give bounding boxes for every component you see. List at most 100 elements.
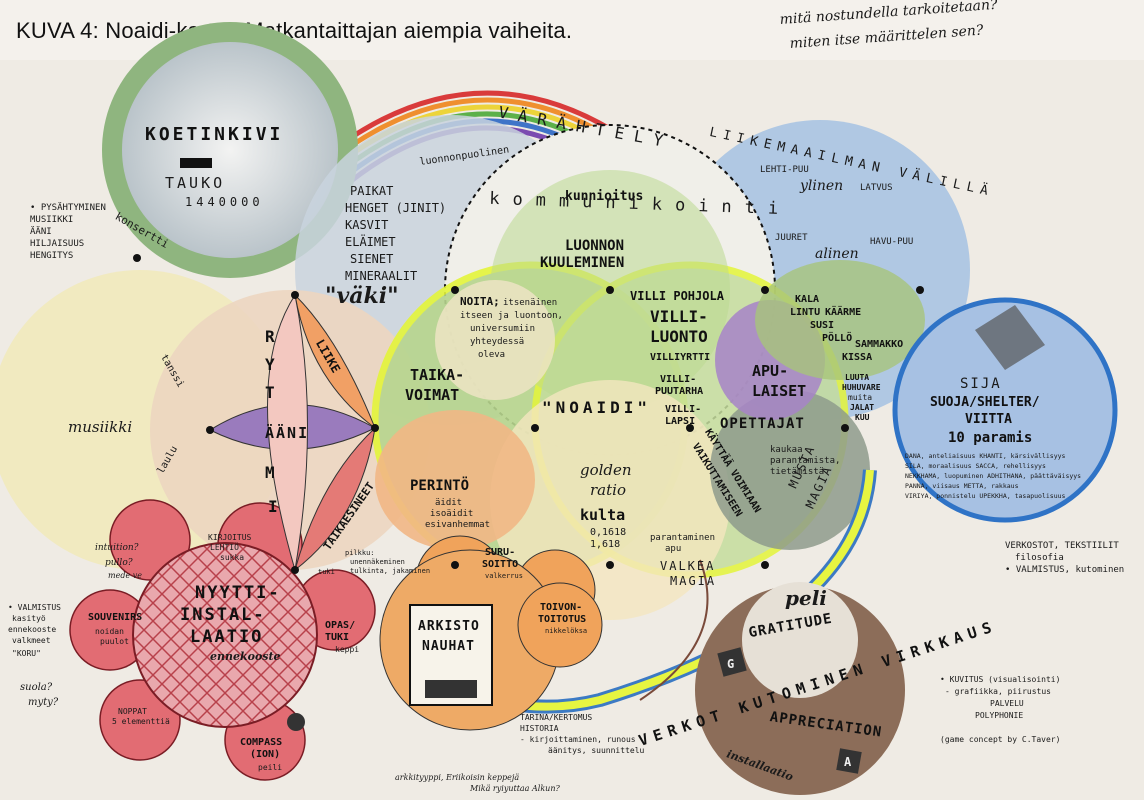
ratio-label: ratio (590, 481, 626, 499)
bottom-right-line: (game concept by C.Taver) (940, 735, 1060, 744)
nikkeloksa-label: nikkelöksa (545, 627, 587, 635)
surusoitto-label: SURU- (485, 547, 515, 558)
oppi-text: kaukaa parantamista, tietämistä (770, 445, 840, 477)
puulot-label: puulot (100, 637, 129, 646)
far-left-line: kasityö (12, 614, 46, 623)
paramis-line: PANNA, viisaus METTA, rakkaus (905, 482, 1019, 490)
tarina-line: HISTORIA (520, 724, 559, 733)
paramis-list: DANA, anteliaisuus KHANTI, kärsivällisyy… (905, 452, 1081, 500)
aani-label: ÄÄNI (265, 423, 309, 442)
taikavoimat-label: VOIMAT (405, 386, 459, 404)
sija-title: SIJA (960, 376, 1002, 392)
arkisto-line-1: ARKISTO (418, 619, 480, 634)
paikat-list: PAIKAT HENGET (JINIT) KASVIT ELÄIMET SIE… (345, 184, 446, 283)
animals-list: KALA LINTU KÄÄRME SUSI PÖLLÖ SAMMAKKO KI… (790, 294, 903, 422)
suola-label: suola? (20, 682, 53, 693)
sija-subtitle: SUOJA/SHELTER/ (930, 395, 1040, 410)
far-left-line: valkmeet (12, 636, 51, 645)
noppat-label: NOPPAT (118, 707, 147, 716)
right-note-line: VERKOSTOT, TEKSTIILIT (1005, 541, 1119, 551)
alinen-label: alinen (815, 246, 859, 262)
paikat-line: SIENET (350, 252, 393, 266)
bottom-note-line: arkkityyppi, Eriikoisin keppejä (395, 773, 519, 782)
arkisto-flower (379, 535, 603, 731)
noita-line: yhteydessä (470, 337, 524, 347)
rytmi-petals (208, 293, 377, 572)
figure-caption: KUVA 4: Noaidi-kartta. Matkantaittajan a… (16, 18, 573, 43)
nyytti-line-2: INSTAL- (180, 605, 266, 625)
corner-note: mitä nostundella tarkoitetaan? miten its… (779, 0, 998, 52)
intuition-label: intuition? (95, 543, 139, 553)
golden-label: golden (580, 461, 632, 479)
ylinen-label: ylinen (799, 178, 843, 194)
paramis-line: VIRIYA, ponnistelu UPEKKHA, tasapuolisuu… (905, 492, 1066, 500)
left-note-line: ÄÄNI (30, 226, 52, 237)
taikavoimat-label: TAIKA- (410, 366, 464, 384)
right-note: VERKOSTOT, TEKSTIILIT filosofia • VALMIS… (1005, 541, 1124, 575)
paramis-line: DANA, anteliaisuus KHANTI, kärsivällisyy… (905, 452, 1066, 460)
tuki-small-label: tuki (318, 568, 335, 576)
magia-label: MAGIA (670, 574, 716, 588)
phi1-label: 0,1618 (590, 527, 626, 538)
tulkinta-note: pilkku: unennäkeminen tulkinta, jakamine… (345, 549, 430, 575)
paikat-line: HENGET (JINIT) (345, 201, 446, 215)
apulaiset-label: LAISET (752, 382, 806, 400)
juuret-label: JUURET (775, 233, 808, 243)
lehtio-label: LEHTIÖ (210, 542, 239, 552)
kulta-label: kulta (580, 506, 625, 524)
lehtipuu-label: LEHTI-PUU (760, 165, 809, 175)
elementit-label: 5 elementtiä (112, 717, 170, 726)
parantaminen-label: parantaminen (650, 533, 715, 543)
kuuleminen-label: KUULEMINEN (540, 255, 624, 271)
koetinkivi-number: 1440000 (185, 195, 264, 209)
peili-label: peili (258, 763, 282, 772)
far-left-line: ennekooste (8, 625, 56, 634)
rytmi-letter: Y (265, 355, 275, 374)
tarina-note: TARINA/KERTOMUS HISTORIA - kirjoittamine… (520, 713, 645, 755)
kirjoitus-label: KIRJOITUS (208, 533, 252, 542)
noaidi-label: "NOAIDI" (542, 398, 651, 417)
musta-magia-region (710, 390, 870, 550)
left-note-line: MUSIIKKI (30, 215, 73, 225)
card-a-icon (836, 748, 862, 774)
paramis-line: NEKKHAMA, luopuminen ADHITHANA, päättävä… (905, 472, 1081, 480)
animal-label: SUSI (810, 320, 834, 331)
musiikki-label: musiikki (68, 418, 132, 436)
noita-line: oleva (478, 350, 505, 360)
phi2-label: 1,618 (590, 539, 620, 550)
animal-label: SAMMAKKO (855, 339, 903, 350)
gratitude-center (742, 582, 858, 698)
shelter-icon (975, 305, 1045, 370)
toivontoitotus-label: TOITOTUS (538, 614, 586, 625)
pullo-label: pullo? (105, 558, 133, 568)
noita-text: itsenäinen itseen ja luontoon, universum… (460, 298, 563, 360)
card-a-letter: A (844, 755, 852, 769)
left-note-line: HILJAISUUS (30, 239, 84, 249)
noita-line: universumiin (470, 324, 535, 334)
nyytti-sub: ennekooste (210, 650, 281, 663)
koetinkivi-stone (122, 42, 338, 258)
villilapsi-label: LAPSI (665, 416, 695, 427)
card-g-letter: G (727, 657, 734, 671)
oppi-line: parantamista, (770, 456, 840, 466)
tulkinta-line: pilkku: (345, 549, 375, 557)
animal-label: KÄÄRME (825, 304, 861, 318)
perinto-region (375, 410, 535, 550)
bottom-note-line: Mikä ryiyuttaa Alkun? (469, 784, 560, 793)
paramis-label: 10 paramis (948, 430, 1032, 446)
far-left-line: "KORU" (12, 649, 41, 658)
far-left-note: • VALMISTUS kasityö ennekooste valkmeet … (8, 603, 61, 658)
left-note-line: • PYSÄHTYMINEN (30, 202, 106, 213)
perinto-sub-line: esivanhemmat (425, 520, 490, 530)
souvenirs-label: SOUVENIRS (88, 612, 142, 623)
rytmi-letter: M (265, 463, 275, 482)
latvus-label: LATVUS (860, 183, 893, 193)
animal-label: KUU (855, 413, 870, 422)
paikat-line: ELÄIMET (345, 234, 396, 249)
paikat-line: PAIKAT (350, 184, 393, 198)
sukka-label: sukka (220, 553, 244, 562)
koetinkivi-title: KOETINKIVI (145, 124, 283, 145)
tauko-label: TAUKO (165, 174, 225, 192)
